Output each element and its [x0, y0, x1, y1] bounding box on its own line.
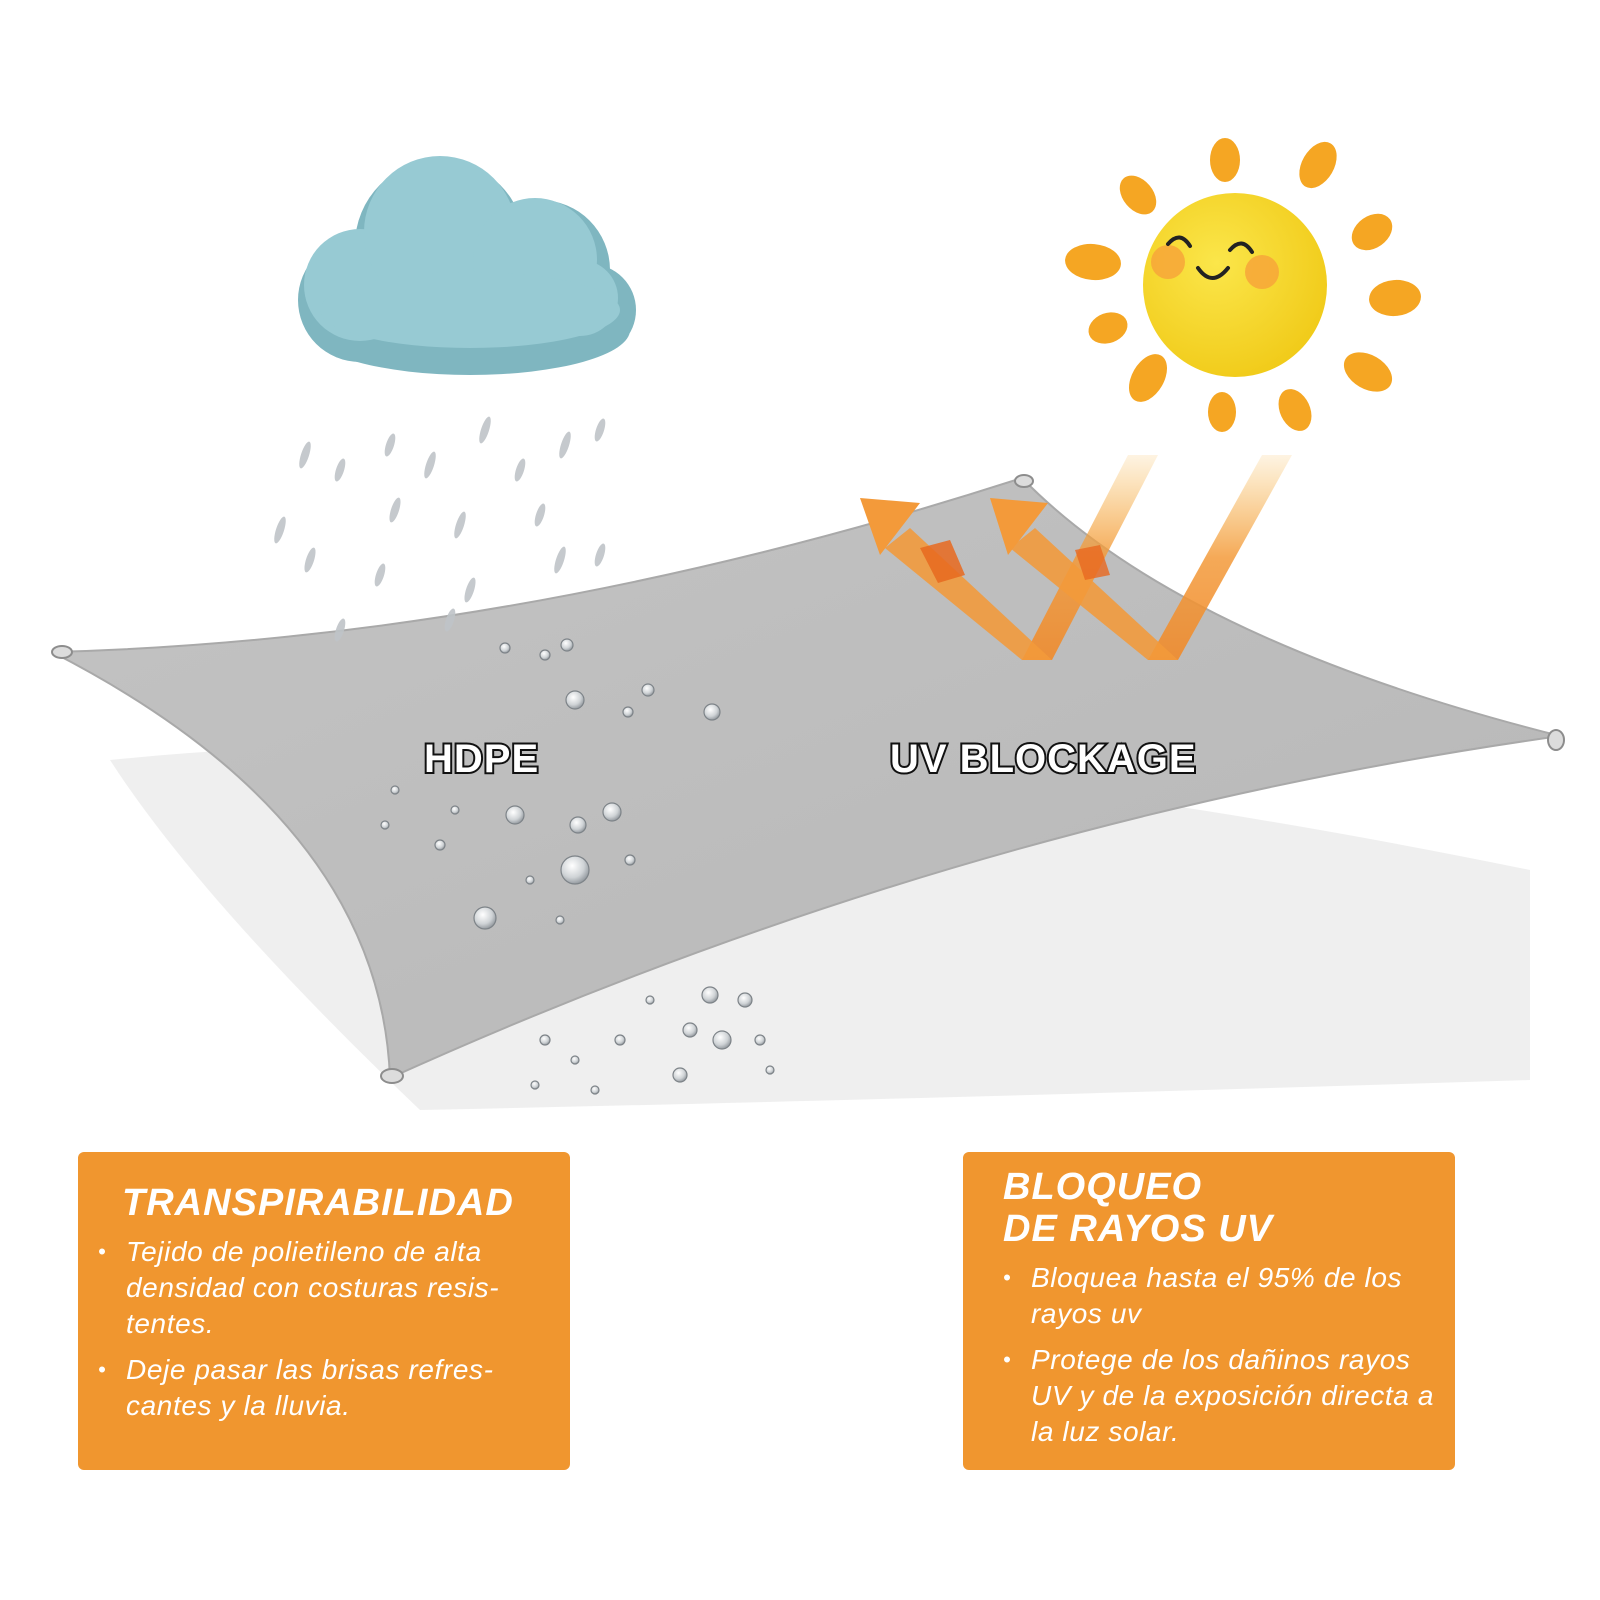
uv-label: UV BLOCKAGE — [890, 737, 1197, 781]
sail-ring — [1547, 729, 1565, 751]
uv-blocking-title: BLOQUEO DE RAYOS UV — [1003, 1166, 1439, 1250]
uv-blocking-list: Bloquea hasta el 95% de los rayos uv Pro… — [1003, 1260, 1439, 1450]
water-droplets — [380, 638, 775, 1095]
sail-ring — [380, 1068, 404, 1084]
material-label: HDPE — [424, 737, 539, 781]
sun-icon — [1065, 138, 1421, 432]
breathability-panel: TRANSPIRABILIDAD Tejido de polietileno d… — [78, 1152, 570, 1470]
uv-arrows — [860, 455, 1292, 660]
cloud-icon — [298, 156, 636, 375]
list-item: Protege de los dañinos rayos UV y de la … — [1003, 1342, 1439, 1450]
rain-drops — [274, 416, 606, 642]
uv-blocking-title-line2: DE RAYOS UV — [1003, 1208, 1274, 1250]
sail-ring — [51, 645, 73, 659]
list-item: Bloquea hasta el 95% de los rayos uv — [1003, 1260, 1439, 1332]
breathability-list: Tejido de polietileno de alta densidad c… — [98, 1234, 544, 1424]
breathability-title-text: TRANSPIRABILIDAD — [122, 1182, 514, 1224]
breathability-title: TRANSPIRABILIDAD — [98, 1182, 544, 1224]
sail-ring — [1014, 474, 1034, 488]
list-item: Deje pasar las brisas refres-cantes y la… — [98, 1352, 544, 1424]
uv-blocking-panel: BLOQUEO DE RAYOS UV Bloquea hasta el 95%… — [963, 1152, 1455, 1470]
uv-blocking-title-line1: BLOQUEO — [1003, 1166, 1203, 1208]
list-item: Tejido de polietileno de alta densidad c… — [98, 1234, 544, 1342]
